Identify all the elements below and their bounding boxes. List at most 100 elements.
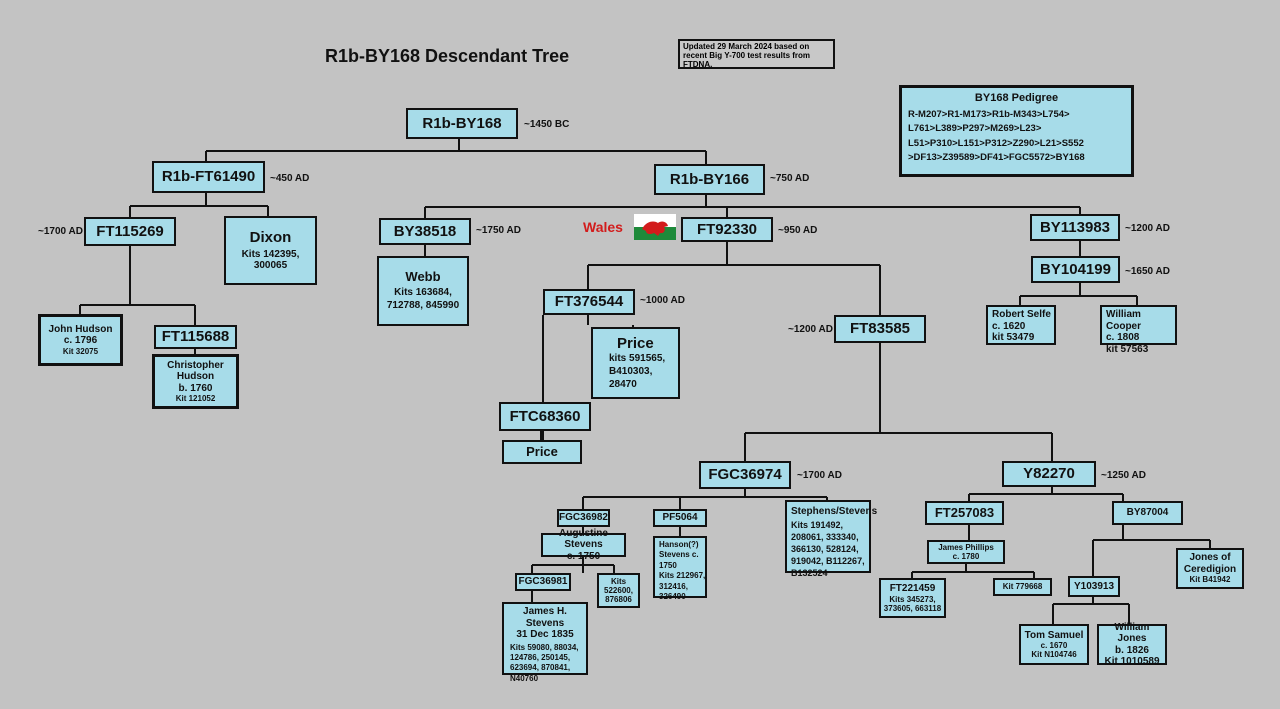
person-date: c. 1670 <box>1040 641 1068 651</box>
pedigree-title: BY168 Pedigree <box>974 92 1059 104</box>
person-kits: Kits 212967, 312416, 326490 <box>659 571 706 601</box>
node-label: FT376544 <box>554 293 624 311</box>
person-name: Augustine Stevens <box>559 527 608 551</box>
pedigree-line: >DF13>Z39589>DF41>FGC5572>BY168 <box>908 151 1085 163</box>
node-ft221459[interactable]: FT221459 Kits 345273, 373605, 663118 <box>879 578 946 618</box>
node-kits: kits 591565, B410303, 28470 <box>609 353 666 391</box>
node-y82270[interactable]: Y82270 <box>1002 461 1096 487</box>
node-james-h-stevens[interactable]: James H. Stevens 31 Dec 1835 Kits 59080,… <box>502 602 588 683</box>
node-fgc36974[interactable]: FGC36974 <box>699 461 791 489</box>
person-name: James Phillips <box>938 542 994 552</box>
person-name: Jones of Ceredigion <box>1183 552 1237 575</box>
node-label: FGC36974 <box>708 466 782 484</box>
node-y103913[interactable]: Y103913 <box>1068 576 1120 597</box>
node-kit-779668[interactable]: Kit 779668 <box>993 578 1052 596</box>
person-name: William Jones <box>1114 621 1150 645</box>
node-pf5064[interactable]: PF5064 <box>653 509 707 527</box>
date-by168: ~1450 BC <box>524 119 570 130</box>
node-by38518[interactable]: BY38518 <box>379 218 471 245</box>
person-kits: Kits 191492, 208061, 333340, 366130, 528… <box>791 519 865 579</box>
person-date: 31 Dec 1835 <box>516 629 574 640</box>
node-ft257083[interactable]: FT257083 <box>925 501 1004 525</box>
person-date: c. 1780 <box>952 552 980 561</box>
node-augustine-stevens[interactable]: Augustine Stevens c. 1750 <box>541 528 626 562</box>
node-r1b-by166[interactable]: R1b-BY166 <box>654 164 765 195</box>
node-kits-522600[interactable]: Kits 522600, 876806 <box>597 573 640 608</box>
node-label: FT257083 <box>934 504 995 520</box>
node-kits: Kits 345273, 373605, 663118 <box>883 594 942 613</box>
person-name: Hanson(?) Stevens c. 1750 <box>659 540 699 570</box>
node-dixon[interactable]: Dixon Kits 142395, 300065 <box>224 216 317 285</box>
pedigree-line: L761>L389>P297>M269>L23> <box>908 123 1042 135</box>
node-by104199[interactable]: BY104199 <box>1031 256 1120 283</box>
date-by166: ~750 AD <box>770 173 810 184</box>
person-kit: Kit 1010589 <box>1104 656 1160 667</box>
node-webb[interactable]: Webb Kits 163684, 712788, 845990 <box>377 256 469 326</box>
node-kits: Kit 779668 <box>1002 582 1043 592</box>
node-ft115269[interactable]: FT115269 <box>84 217 176 246</box>
node-ft83585[interactable]: FT83585 <box>834 315 926 343</box>
node-kits: Kits 142395, 300065 <box>241 248 300 272</box>
person-kit: Kit 121052 <box>175 394 216 404</box>
node-label: Price <box>617 334 654 352</box>
node-label: BY113983 <box>1039 218 1111 236</box>
date-ft376544: ~1000 AD <box>640 295 685 306</box>
node-ft115688[interactable]: FT115688 <box>154 325 237 349</box>
node-price[interactable]: Price kits 591565, B410303, 28470 <box>591 327 680 399</box>
node-robert-selfe[interactable]: Robert Selfe c. 1620 kit 53479 <box>986 305 1056 345</box>
node-label: BY104199 <box>1040 260 1111 278</box>
date-ft61490: ~450 AD <box>270 173 310 184</box>
node-r1b-by168[interactable]: R1b-BY168 <box>406 108 518 139</box>
node-john-hudson[interactable]: John Hudson c. 1796 Kit 32075 <box>38 314 123 366</box>
node-label: Webb <box>405 268 441 284</box>
person-kit: Kit N104746 <box>1031 650 1077 660</box>
node-tom-samuel[interactable]: Tom Samuel c. 1670 Kit N104746 <box>1019 624 1089 665</box>
node-william-jones[interactable]: William Jones b. 1826 Kit 1010589 <box>1097 621 1167 667</box>
pedigree-line: L51>P310>L151>P312>Z290>L21>S552 <box>908 137 1084 149</box>
node-label: BY38518 <box>393 222 457 240</box>
node-by113983[interactable]: BY113983 <box>1030 214 1120 241</box>
node-jones-of-ceredigion[interactable]: Jones of Ceredigion Kit B41942 <box>1176 548 1244 589</box>
node-james-phillips[interactable]: James Phillips c. 1780 <box>927 540 1005 564</box>
node-william-cooper[interactable]: William Cooper c. 1808 kit 57563 <box>1100 305 1177 355</box>
pedigree-box: BY168 Pedigree R-M207>R1-M173>R1b-M343>L… <box>899 85 1134 177</box>
person-kit: Kit 32075 <box>62 346 99 356</box>
date-by38518: ~1750 AD <box>476 225 521 236</box>
node-label: FT115688 <box>161 328 230 346</box>
node-hanson-stevens[interactable]: Hanson(?) Stevens c. 1750 Kits 212967, 3… <box>653 536 707 601</box>
node-label: FGC36981 <box>518 576 568 588</box>
node-label: FT221459 <box>889 583 936 595</box>
node-label: Y103913 <box>1073 580 1115 592</box>
node-label: PF5064 <box>662 512 698 524</box>
person-name: Christopher Hudson <box>167 359 224 383</box>
person-kits: Kits 59080, 88034, 124786, 250145, 62369… <box>510 642 579 683</box>
date-by104199: ~1650 AD <box>1125 266 1170 277</box>
person-kit: Kit B41942 <box>1189 575 1231 585</box>
person-name: Stephens/Stevens <box>791 506 878 517</box>
node-label: FT115269 <box>96 222 164 240</box>
node-fgc36981[interactable]: FGC36981 <box>515 573 571 591</box>
node-christopher-hudson[interactable]: Christopher Hudson b. 1760 Kit 121052 <box>152 354 239 409</box>
node-ftc68360[interactable]: FTC68360 <box>499 402 591 431</box>
node-stephens-stevens[interactable]: Stephens/Stevens Kits 191492, 208061, 33… <box>785 500 877 578</box>
node-label: Y82270 <box>1023 465 1075 483</box>
node-label: FT92330 <box>696 220 758 238</box>
node-price-2[interactable]: Price <box>502 440 582 464</box>
person-name: Tom Samuel <box>1024 629 1084 641</box>
node-label: Dixon <box>249 229 292 247</box>
person-name: James H. Stevens <box>523 606 567 629</box>
node-label: Price <box>526 443 558 459</box>
node-ft376544[interactable]: FT376544 <box>543 289 635 315</box>
node-fgc36982[interactable]: FGC36982 <box>557 509 610 527</box>
date-ft115269: ~1700 AD <box>38 226 83 237</box>
node-by87004[interactable]: BY87004 <box>1112 501 1183 525</box>
person-kit: kit 57563 <box>1106 343 1149 355</box>
date-ft83585: ~1200 AD <box>788 324 833 335</box>
node-label: FTC68360 <box>509 407 581 425</box>
date-y82270: ~1250 AD <box>1101 470 1146 481</box>
node-ft92330[interactable]: FT92330 <box>681 217 773 242</box>
person-date: c. 1808 <box>1106 332 1140 343</box>
person-name: William Cooper <box>1106 309 1141 332</box>
node-r1b-ft61490[interactable]: R1b-FT61490 <box>152 161 265 193</box>
